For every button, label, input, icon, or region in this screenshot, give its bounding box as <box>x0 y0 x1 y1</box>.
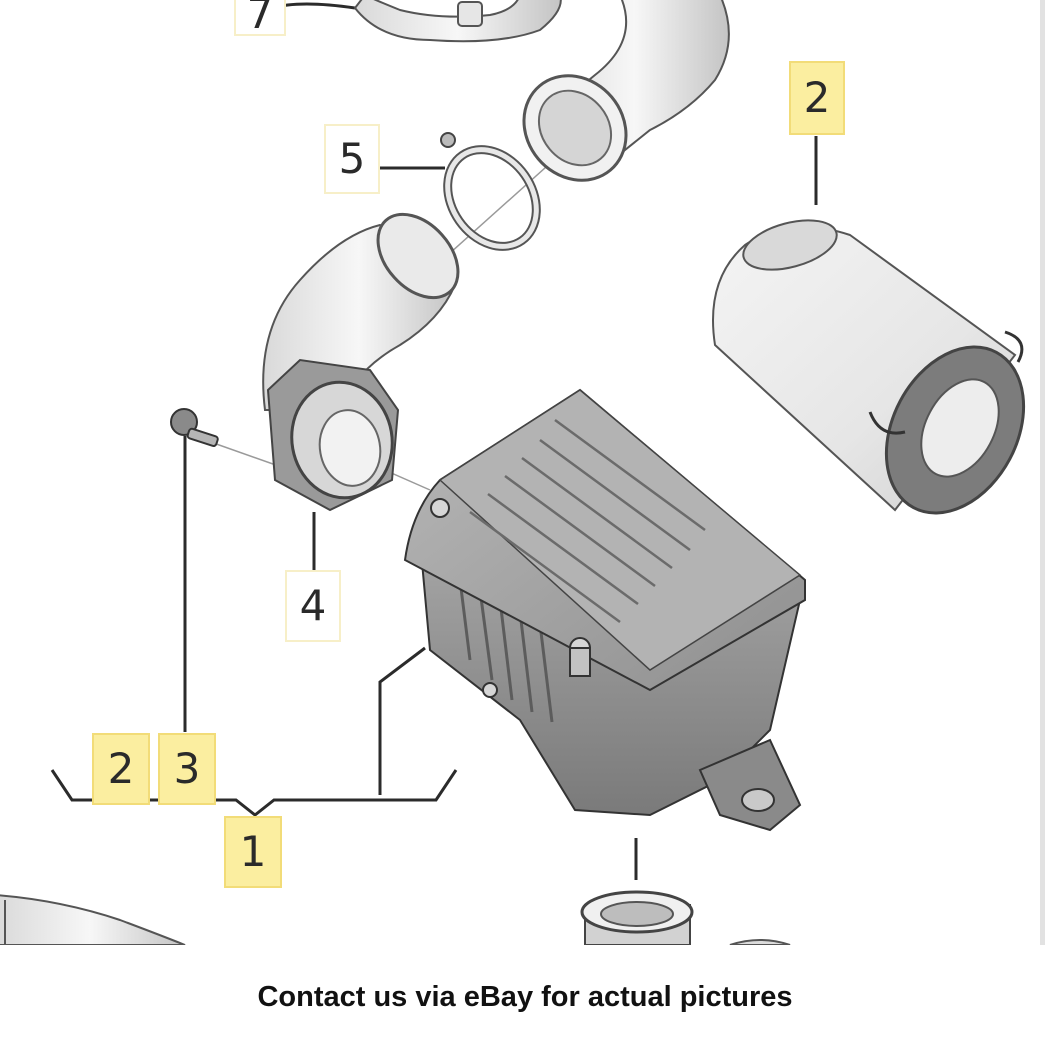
contact-caption-text: Contact us via eBay for actual pictures <box>257 981 793 1013</box>
top-hose-7 <box>353 0 562 43</box>
callout-part-7-label: 7 <box>246 0 274 38</box>
image-edge-strip <box>1040 0 1045 945</box>
callout-part-2-bottom-label: 2 <box>107 744 135 793</box>
screw-3 <box>170 408 219 448</box>
callout-part-3-label: 3 <box>173 744 201 793</box>
leader-line-box <box>378 646 426 795</box>
exploded-parts-drawing <box>0 0 1026 945</box>
callout-part-7: 7 <box>234 0 286 36</box>
hose-clamp-5 <box>440 132 541 251</box>
elbow-hose <box>262 212 460 512</box>
callout-part-4-label: 4 <box>299 581 327 630</box>
bracket-left <box>50 769 458 817</box>
callout-part-2-top-label: 2 <box>803 73 831 122</box>
leader-lines <box>50 2 818 880</box>
callout-part-4: 4 <box>285 570 341 642</box>
air-filter-element-2 <box>712 219 1026 515</box>
callout-part-2-bottom: 2 <box>92 733 150 805</box>
callout-part-1: 1 <box>224 816 282 888</box>
contact-caption: Contact us via eBay for actual pictures <box>0 945 1050 1050</box>
callout-part-3: 3 <box>158 733 216 805</box>
bottom-right-fragment <box>729 939 791 945</box>
bottom-left-hose <box>0 894 186 945</box>
callout-part-1-label: 1 <box>239 827 267 876</box>
upper-intake-hose <box>522 0 730 182</box>
callout-part-2-top: 2 <box>789 61 845 135</box>
callout-part-5: 5 <box>324 124 380 194</box>
air-filter-housing-1 <box>403 388 806 832</box>
bottom-outlet-pipe <box>580 890 694 945</box>
callout-part-5-label: 5 <box>338 134 366 183</box>
